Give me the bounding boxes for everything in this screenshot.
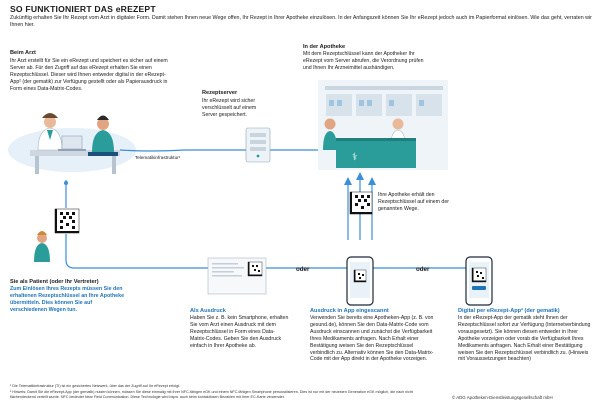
arzt-heading: Beim Arzt: [10, 50, 36, 56]
patient-figure-arzt: [97, 118, 109, 130]
server-text: Ihr eRezept wird sicher verschlüsselt au…: [202, 98, 257, 118]
ti-label: Telematikinfrastruktur¹: [135, 155, 181, 160]
arzt-text: Ihr Arzt erstellt für Sie ein eRezept un…: [10, 58, 168, 92]
app-text: Verwenden Sie bereits eine Apotheken-App…: [310, 315, 434, 363]
server-heading: Rezeptserver: [202, 90, 238, 96]
svg-text:⚕: ⚕: [352, 152, 357, 163]
doctor-desk: [30, 150, 120, 156]
apotheke-text: Mit dem Rezeptschlüssel kann der Apothek…: [303, 51, 424, 71]
ausdruck-heading: Als Ausdruck: [190, 308, 226, 314]
pharmacist-figure: [392, 118, 404, 130]
digital-heading: Digital per eRezept-App² (der gematik): [458, 308, 560, 314]
customer-figure: [324, 118, 336, 130]
intro-text: Zukünftig erhalten Sie Ihr Rezept vom Ar…: [10, 15, 592, 29]
pharmacy-counter: [336, 140, 416, 168]
ausdruck-text: Haben Sie z. B. kein Smartphone, erhalte…: [190, 315, 289, 349]
footnote-2: ² Hinweis: Damit Sie die eRezept-App (de…: [10, 390, 413, 399]
page-title: SO FUNKTIONIERT DAS eREZEPT: [10, 4, 156, 14]
patient-figure: [37, 233, 47, 243]
doctor-figure: [44, 116, 56, 128]
copyright: © ADG Apotheken-Dienstleistungsgesellsch…: [452, 395, 553, 400]
oder-label-1: oder: [296, 266, 310, 273]
app-heading: Ausdruck in App eingescannt: [310, 308, 389, 314]
digital-text: In der eRezept-App der gematik steht Ihn…: [458, 315, 591, 363]
apotheke-heading: In der Apotheke: [303, 44, 346, 50]
footnote-1: ¹ Die Telematikinfrastruktur (TI) ist ei…: [10, 384, 181, 388]
patient-text: Zum Einlösen Ihres Rezepts müssen Sie de…: [10, 286, 125, 313]
patient-heading: Sie als Patient (oder Ihr Vertreter): [10, 279, 99, 285]
oder-label-2: oder: [416, 266, 430, 273]
laptop-icon: [61, 135, 83, 150]
schluessel-text: Ihre Apotheke erhält den Rezeptschlüssel…: [378, 192, 449, 212]
